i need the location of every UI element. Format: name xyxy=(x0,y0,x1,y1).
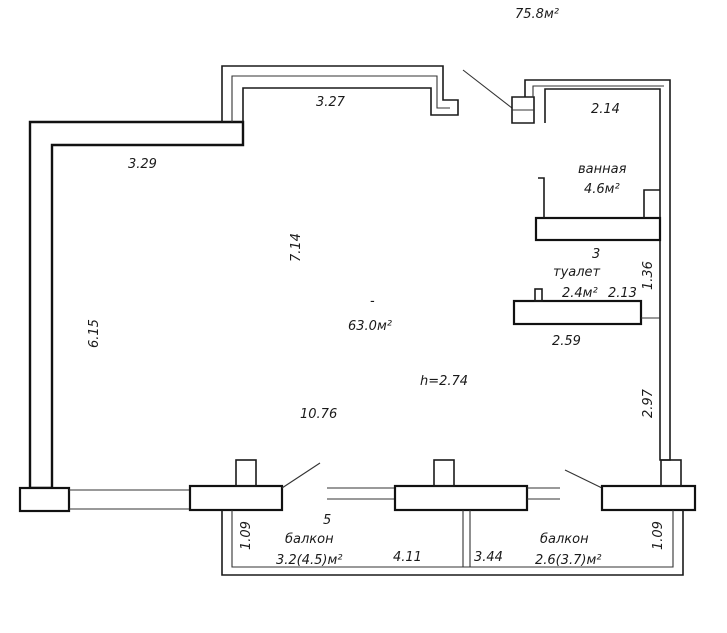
top-wall xyxy=(221,65,459,122)
toilet-partition xyxy=(512,288,660,326)
room-marker: - xyxy=(370,294,375,309)
dim-width: 10.76 xyxy=(300,407,337,422)
left-wall xyxy=(28,120,245,490)
dim-top-left: 3.29 xyxy=(128,157,157,172)
bathroom-partition xyxy=(534,177,662,242)
toilet-width: 2.59 xyxy=(552,334,581,349)
main-room-area: 63.0м² xyxy=(348,319,392,334)
balcony-right-depth: 1.09 xyxy=(651,521,666,550)
toilet-area: 2.4м² xyxy=(562,286,598,301)
toilet-depth: 2.13 xyxy=(608,286,637,301)
bathroom-area: 4.6м² xyxy=(584,182,620,197)
dim-depth: 7.14 xyxy=(289,233,304,262)
entrance-door xyxy=(462,69,535,124)
balcony-left-name: балкон xyxy=(285,532,334,547)
balcony-right-name: балкон xyxy=(540,532,589,547)
ceiling-height: h=2.74 xyxy=(420,374,468,389)
toilet-height: 1.36 xyxy=(641,261,656,290)
bathroom-name: ванная xyxy=(578,162,627,177)
balcony-right-area: 2.6(3.7)м² xyxy=(535,553,602,568)
dim-right-lower: 2.97 xyxy=(641,388,656,418)
balcony-left-number: 5 xyxy=(323,513,331,528)
dim-left: 6.15 xyxy=(87,319,102,348)
bottom-wall xyxy=(18,459,697,513)
bathroom-extra: 3 xyxy=(592,247,600,262)
dim-top-right: 3.27 xyxy=(316,95,346,110)
balcony-outline xyxy=(221,510,684,576)
balcony-right-length: 3.44 xyxy=(474,550,503,565)
total-area-label: 75.8м² xyxy=(515,7,559,22)
balcony-left-area: 3.2(4.5)м² xyxy=(276,553,343,568)
balcony-left-length: 4.11 xyxy=(393,550,422,565)
toilet-name: туалет xyxy=(553,265,601,280)
bathroom-width: 2.14 xyxy=(591,102,620,117)
balcony-left-depth: 1.09 xyxy=(239,521,254,550)
